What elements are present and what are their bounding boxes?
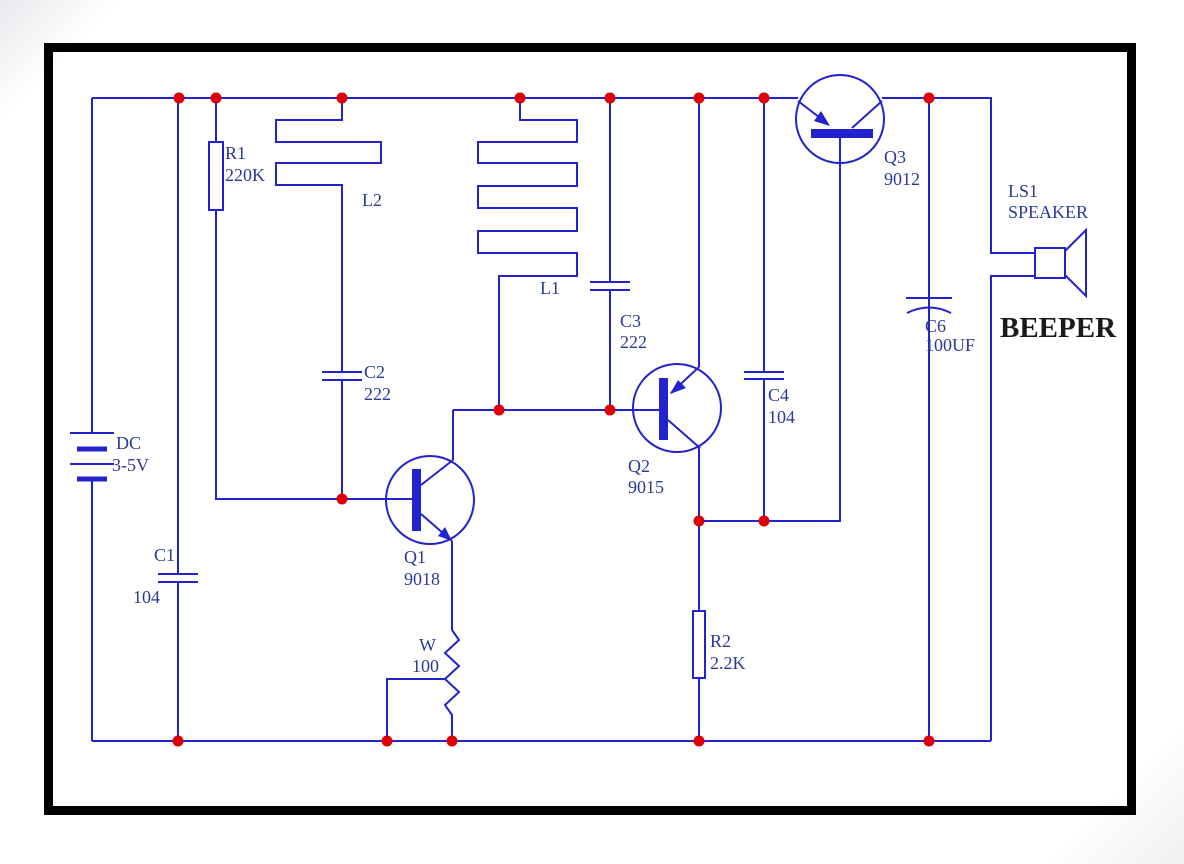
- battery-short-plates: [77, 446, 107, 482]
- beeper-caption: BEEPER: [1000, 312, 1117, 344]
- junction-dot: [693, 735, 705, 747]
- junction-dot: [173, 92, 185, 104]
- junction-dot: [172, 735, 184, 747]
- speaker-type: SPEAKER: [1008, 202, 1088, 222]
- junction-dot: [514, 92, 526, 104]
- wire-w-tap: [386, 678, 445, 741]
- capacitor-c3: C3 222: [620, 311, 647, 352]
- schematic-frame: [44, 43, 1136, 815]
- capacitor-c4-value: 104: [768, 407, 795, 427]
- transistor-q1-ref: Q1: [404, 547, 426, 567]
- junction-dot: [336, 493, 348, 505]
- potentiometer-w-body: [443, 629, 461, 741]
- inductor-l1-ref: L1: [540, 278, 560, 298]
- junction-dot: [923, 735, 935, 747]
- capacitor-c4-plates: [744, 371, 784, 380]
- transistor-q1-value: 9018: [404, 569, 440, 589]
- junction-dot: [693, 92, 705, 104]
- transistor-q2-value: 9015: [628, 477, 664, 497]
- capacitor-c3-plates: [590, 281, 630, 291]
- transistor-q2-collector: [667, 419, 701, 449]
- transistor-q1-circle: [385, 455, 475, 545]
- inductor-l2-ref: L2: [362, 190, 382, 210]
- capacitor-c1-ref: C1: [154, 545, 175, 565]
- transistor-q2-base-bar: [659, 378, 668, 440]
- resistor-r1-ref: R1: [225, 143, 246, 163]
- capacitor-c1: C1 104: [133, 545, 198, 607]
- transistor-q1: Q1 9018: [385, 455, 475, 589]
- junction-dots: [172, 92, 935, 747]
- capacitor-c6: C6 100UF: [906, 297, 975, 355]
- junction-dot: [923, 92, 935, 104]
- capacitor-c2-ref: C2: [364, 362, 385, 382]
- capacitor-c3-ref: C3: [620, 311, 641, 331]
- transistor-q1-emitter-arrow-icon: [438, 527, 452, 541]
- junction-dot: [604, 92, 616, 104]
- junction-dot: [210, 92, 222, 104]
- resistor-r2: R2 2.2K: [692, 610, 746, 679]
- transistor-q2: Q2 9015: [628, 363, 722, 497]
- wire-q1-collector-bus: [452, 409, 659, 460]
- speaker-horn-icon: [1064, 227, 1087, 299]
- transistor-q3-value: 9012: [884, 169, 920, 189]
- battery-ref: DC: [116, 433, 141, 453]
- capacitor-c6-ref: C6: [925, 316, 946, 336]
- junction-dot: [446, 735, 458, 747]
- transistor-q2-circle: [632, 363, 722, 453]
- resistor-r1-body: [208, 141, 224, 211]
- transistor-q3-circle: [795, 74, 885, 164]
- capacitor-c6-curved-plate: [906, 306, 952, 314]
- wire-q3-base-bus: [699, 138, 841, 522]
- capacitor-c3-value: 222: [620, 332, 647, 352]
- resistor-r2-ref: R2: [710, 631, 731, 651]
- wire-speaker-top-lead: [882, 97, 1035, 254]
- transistor-q1-base-bar: [412, 469, 421, 531]
- speaker-coil-box: [1034, 247, 1066, 279]
- junction-dot: [604, 404, 616, 416]
- capacitor-c6-value: 100UF: [925, 335, 975, 355]
- transistor-q3-base-bar: [811, 129, 873, 138]
- battery-long-plates: [70, 432, 114, 465]
- inductor-l1-body: [477, 98, 578, 410]
- transistor-q3-collector: [851, 100, 883, 129]
- resistor-r1: R1 220K: [208, 141, 265, 211]
- potentiometer-w-value: 100: [412, 656, 439, 676]
- resistor-r2-body: [692, 610, 706, 679]
- capacitor-c4: C4 104: [768, 385, 795, 427]
- capacitor-c1-value: 104: [133, 587, 160, 607]
- capacitor-c2-value: 222: [364, 384, 391, 404]
- capacitor-c2-plates: [322, 371, 362, 381]
- wire-r1-to-q1-base: [215, 210, 412, 500]
- junction-dot: [493, 404, 505, 416]
- wires: [91, 97, 1035, 742]
- transistor-q3: Q3 9012: [795, 74, 920, 189]
- potentiometer-w-ref: W: [419, 635, 436, 655]
- transistor-q3-emitter-arrow-icon: [814, 111, 830, 126]
- junction-dot: [758, 515, 770, 527]
- inductor-l2-body: [275, 98, 382, 372]
- transistor-q3-ref: Q3: [884, 147, 906, 167]
- battery-value: 3-5V: [112, 455, 149, 475]
- capacitor-c1-plates: [158, 573, 198, 583]
- transistor-q2-emitter-arrow-icon: [670, 380, 686, 394]
- junction-dot: [693, 515, 705, 527]
- battery: DC 3-5V: [70, 432, 149, 482]
- speaker-ref: LS1: [1008, 181, 1038, 201]
- resistor-r2-value: 2.2K: [710, 653, 746, 673]
- capacitor-c4-ref: C4: [768, 385, 789, 405]
- junction-dot: [381, 735, 393, 747]
- resistor-r1-value: 220K: [225, 165, 265, 185]
- junction-dot: [336, 92, 348, 104]
- potentiometer-w: W 100: [412, 635, 439, 676]
- wire-speaker-bottom-lead: [990, 275, 1035, 741]
- capacitor-c2: C2 222: [364, 362, 391, 404]
- transistor-q2-ref: Q2: [628, 456, 650, 476]
- speaker-ls1: LS1 SPEAKER BEEPER: [1000, 181, 1117, 344]
- transistor-q1-collector: [420, 459, 454, 486]
- junction-dot: [758, 92, 770, 104]
